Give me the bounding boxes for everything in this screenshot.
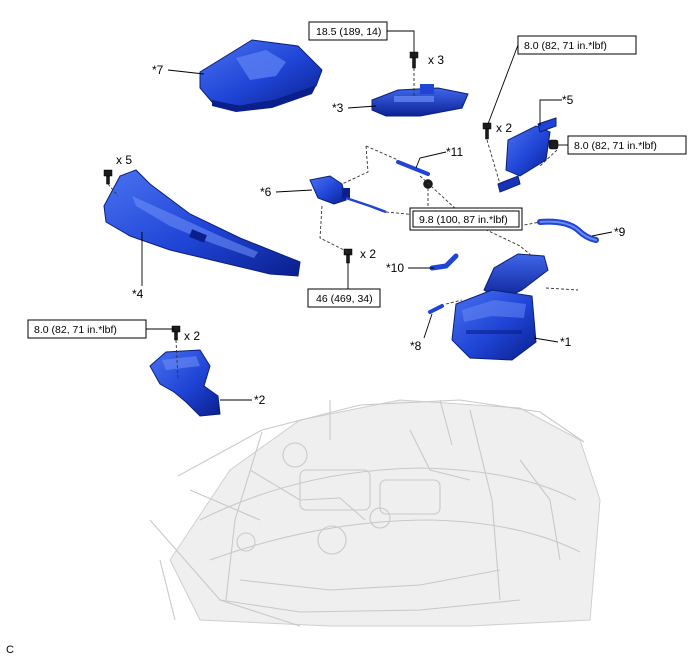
torque-text: 8.0 (82, 71 in.*lbf) (574, 140, 657, 152)
callout-part-3: *3 (332, 101, 377, 115)
quantity-label: x 2 (496, 121, 512, 135)
engine-bay-illustration (149, 399, 601, 627)
callout-part-9: *9 (591, 225, 626, 239)
callout-part-7: *7 (152, 63, 205, 77)
part-4-radiator-support-cover (103, 169, 301, 277)
torque-spec-18-5: 18.5 (189, 14) (308, 21, 415, 52)
part-6-actuator (309, 175, 387, 214)
svg-text:*4: *4 (132, 287, 144, 301)
torque-spec-8-0-right: 8.0 (82, 71 in.*lbf) (558, 135, 687, 155)
bolt-icon (409, 51, 419, 69)
svg-text:*6: *6 (260, 185, 272, 199)
callout-part-5: *5 (539, 93, 574, 126)
bolt-icon (103, 169, 113, 185)
part-2-air-inlet (149, 349, 221, 417)
torque-text: 8.0 (82, 71 in.*lbf) (34, 324, 117, 336)
callout-part-4: *4 (132, 232, 144, 301)
svg-text:*1: *1 (560, 335, 572, 349)
svg-text:*5: *5 (562, 93, 574, 107)
svg-text:*11: *11 (446, 145, 463, 159)
nut-icon (548, 139, 559, 150)
callout-part-10: *10 (386, 261, 434, 275)
part-1-air-cleaner (451, 253, 549, 361)
torque-spec-46: 46 (469, 34) (307, 262, 381, 308)
callout-part-11: *11 (415, 145, 463, 169)
bolt-icon (171, 325, 181, 341)
torque-spec-9-8: 9.8 (100, 87 in.*lbf) (409, 207, 523, 231)
part-5-ecu-bracket (497, 117, 557, 193)
callout-part-1: *1 (533, 335, 572, 349)
callout-part-2: *2 (220, 393, 266, 407)
callout-part-6: *6 (260, 185, 313, 199)
torque-spec-8-0-left: 8.0 (82, 71 in.*lbf) (27, 319, 174, 339)
quantity-label: x 3 (428, 53, 444, 67)
part-10-hose (429, 253, 459, 271)
quantity-label: x 2 (184, 329, 200, 343)
svg-text:*10: *10 (386, 261, 404, 275)
svg-text:*8: *8 (410, 339, 422, 353)
torque-text: 18.5 (189, 14) (316, 26, 381, 38)
bolt-icon (482, 122, 492, 140)
part-3-bracket (371, 84, 469, 117)
svg-text:*3: *3 (332, 101, 344, 115)
quantity-label: x 2 (360, 247, 376, 261)
part-7-engine-cover (199, 39, 323, 112)
quantity-label: x 5 (116, 153, 132, 167)
part-11-pipe (396, 160, 430, 176)
figure-code: C (6, 644, 14, 656)
torque-text: 9.8 (100, 87 in.*lbf) (419, 214, 508, 226)
svg-text:*2: *2 (254, 393, 266, 407)
part-9-hose (537, 218, 599, 243)
torque-text: 46 (469, 34) (316, 293, 373, 305)
svg-text:*9: *9 (614, 225, 626, 239)
svg-text:*7: *7 (152, 63, 164, 77)
callout-part-8: *8 (410, 313, 433, 353)
torque-text: 8.0 (82, 71 in.*lbf) (524, 40, 607, 52)
torque-spec-8-0-top: 8.0 (82, 71 in.*lbf) (487, 35, 637, 125)
part-8-hose (428, 304, 444, 314)
